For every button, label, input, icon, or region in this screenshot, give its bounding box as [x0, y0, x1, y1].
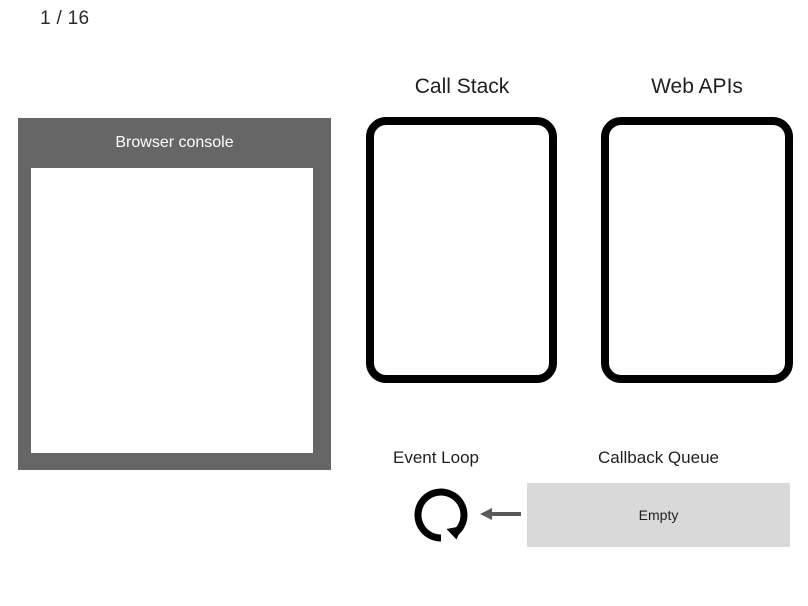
- browser-console-panel: Browser console: [18, 118, 331, 470]
- circular-loop-arrow-icon: [410, 484, 472, 546]
- web-apis-heading: Web APIs: [651, 75, 743, 98]
- callback-queue-status: Empty: [638, 507, 679, 523]
- browser-console-output-area: [31, 168, 313, 453]
- arrow-left-icon: [478, 500, 522, 528]
- call-stack-box: [366, 117, 557, 383]
- slide-counter: 1 / 16: [40, 8, 90, 29]
- browser-console-title: Browser console: [115, 134, 234, 151]
- callback-queue-box: Empty: [527, 483, 790, 547]
- event-loop-heading: Event Loop: [392, 448, 479, 467]
- web-apis-box: [601, 117, 793, 383]
- callback-queue-heading: Callback Queue: [598, 448, 719, 467]
- call-stack-heading: Call Stack: [414, 75, 510, 98]
